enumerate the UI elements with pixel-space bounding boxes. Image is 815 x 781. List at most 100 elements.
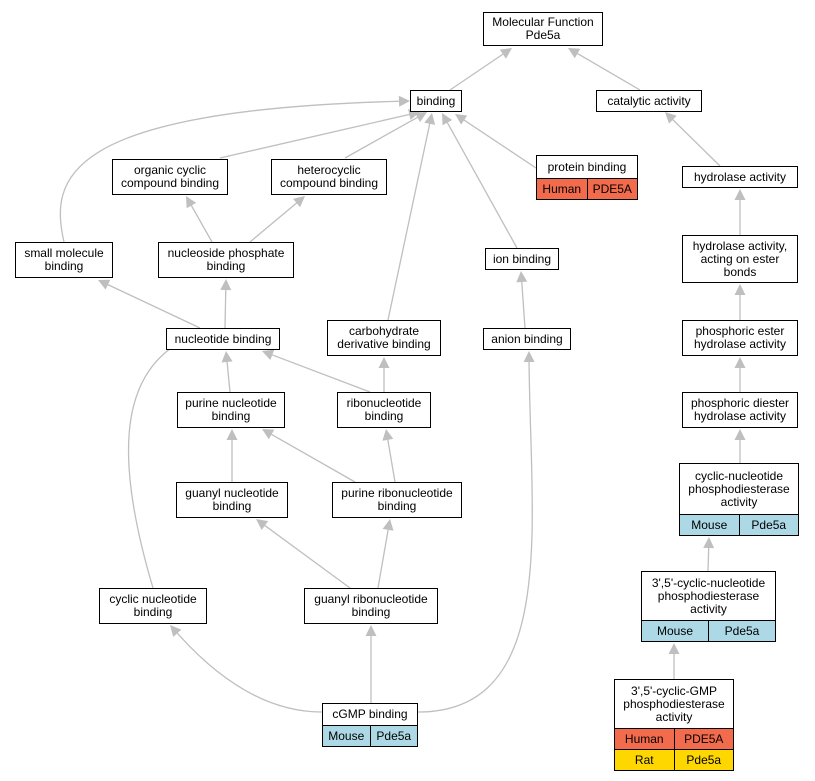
annotation-cell-mouse: Mouse <box>680 515 739 535</box>
edge-purine_ribo-to-ribo <box>382 429 396 483</box>
node-label: purine ribonucleotide binding <box>341 486 453 513</box>
node-label: nucleotide binding <box>174 331 272 346</box>
annotation-cell-mouse: Mouse <box>642 621 708 641</box>
node-label: purine nucleotide binding <box>185 396 277 423</box>
edge-line <box>226 360 231 393</box>
arrowhead-icon <box>734 189 746 200</box>
edge-cnp-to-phos_diester <box>734 429 746 463</box>
node-phos-diester[interactable]: phosphoric diester hydrolase activity <box>682 392 798 428</box>
annotation-cell-mouse: Pde5a <box>708 621 775 641</box>
node-anion[interactable]: anion binding <box>483 328 571 350</box>
node-hydrolase[interactable]: hydrolase activity <box>682 166 798 188</box>
node-carb[interactable]: carbohydrate derivative binding <box>327 320 441 356</box>
edge-ribo-to-nucleotide <box>262 349 371 393</box>
node-guanyl-nt[interactable]: guanyl nucleotide binding <box>176 482 288 518</box>
arrowhead-icon <box>382 429 394 441</box>
arrowhead-icon <box>665 112 677 124</box>
edge-purine_ribo-to-purine_nt <box>262 429 356 483</box>
node-label: nucleoside phosphate binding <box>167 246 285 273</box>
edge-line <box>190 204 213 243</box>
arrowhead-icon <box>382 519 394 531</box>
node-label: carbohydrate derivative binding <box>337 324 431 351</box>
edge-line <box>127 343 177 589</box>
node-label: cGMP binding <box>332 707 408 721</box>
edge-carb-to-binding <box>387 113 436 321</box>
node-purine-nt[interactable]: purine nucleotide binding <box>177 392 285 428</box>
node-hydro-ester[interactable]: hydrolase activity, acting on ester bond… <box>682 235 798 283</box>
edge-ocb-to-binding <box>219 109 420 159</box>
node-label: Molecular Function Pde5a <box>492 15 594 42</box>
node-cnp[interactable]: cyclic-nucleotide phosphodiesterase acti… <box>679 463 799 536</box>
edge-catalytic-to-mf <box>568 48 641 91</box>
arrowhead-icon <box>424 113 436 125</box>
node-label: ion binding <box>492 251 552 266</box>
arrowhead-icon <box>262 429 275 440</box>
edge-cnp35-to-cnp <box>703 537 715 572</box>
node-label: cyclic-nucleotide phosphodiesterase acti… <box>688 468 790 509</box>
edge-hcb-to-binding <box>344 112 427 159</box>
node-hcb[interactable]: heterocyclic compound binding <box>271 159 387 195</box>
edge-cgmp-to-cyclic_nt <box>170 625 323 713</box>
arrowhead-icon <box>499 48 512 59</box>
arrowhead-icon <box>734 284 746 295</box>
node-nucleotide[interactable]: nucleotide binding <box>166 328 280 350</box>
node-npb[interactable]: nucleoside phosphate binding <box>158 242 294 278</box>
annotation-cell-human: PDE5A <box>673 729 733 749</box>
node-purine-ribo[interactable]: purine ribonucleotide binding <box>332 482 462 518</box>
edge-ion-to-binding <box>442 113 518 249</box>
node-ocb[interactable]: organic cyclic compound binding <box>112 159 228 195</box>
edge-line <box>707 546 710 572</box>
edge-npb-to-ocb <box>186 196 213 243</box>
edge-line <box>263 524 351 589</box>
arrowhead-icon <box>98 279 111 290</box>
node-label: 3',5'-cyclic-nucleotide phosphodiesteras… <box>651 575 766 616</box>
node-label: catalytic activity <box>607 93 691 108</box>
edge-line <box>521 280 526 329</box>
node-binding[interactable]: binding <box>410 90 462 112</box>
edge-npb-to-hcb <box>249 196 305 243</box>
edge-cgmp-to-anion <box>417 351 535 713</box>
arrowhead-icon <box>220 279 232 291</box>
node-guanyl-ribo[interactable]: guanyl ribonucleotide binding <box>304 588 438 624</box>
node-label: organic cyclic compound binding <box>120 163 220 190</box>
arrowhead-icon <box>516 271 528 283</box>
node-ribo[interactable]: ribonucleotide binding <box>337 392 431 428</box>
edge-line <box>387 438 396 483</box>
node-ion[interactable]: ion binding <box>485 248 559 270</box>
edge-hydrolase-to-catalytic <box>665 112 721 167</box>
arrowhead-icon <box>221 351 233 363</box>
edge-nucleotide-to-smb <box>98 279 201 329</box>
node-cnp35[interactable]: 3',5'-cyclic-nucleotide phosphodiesteras… <box>641 571 776 642</box>
annotation-cell-human: Human <box>615 729 674 749</box>
node-mf[interactable]: Molecular Function Pde5a <box>483 12 603 46</box>
annotation-cell-mouse: Mouse <box>323 726 370 746</box>
edge-guanyl_ribo-to-purine_ribo <box>377 519 394 589</box>
node-catalytic[interactable]: catalytic activity <box>596 90 702 112</box>
node-label: phosphoric ester hydrolase activity <box>693 324 787 351</box>
arrowhead-icon <box>455 114 468 125</box>
node-cgmp-pde[interactable]: 3',5'-cyclic-GMP phosphodiesterase activ… <box>614 679 734 771</box>
edge-cgmp-to-guanyl_ribo <box>365 625 377 703</box>
node-label: binding <box>416 93 456 108</box>
node-label: phosphoric diester hydrolase activity <box>690 396 790 423</box>
edge-ribo-to-carb <box>378 357 390 392</box>
edge-line <box>224 288 227 329</box>
annotation-cell-rat: Pde5a <box>673 750 733 770</box>
edge-line <box>219 113 411 159</box>
node-smb[interactable]: small molecule binding <box>15 242 113 278</box>
arrowhead-icon <box>414 112 427 123</box>
arrowhead-icon <box>398 95 410 107</box>
node-cyclic-nt[interactable]: cyclic nucleotide binding <box>99 588 207 624</box>
arrowhead-icon <box>378 357 390 368</box>
node-label: guanyl nucleotide binding <box>185 486 279 513</box>
node-label: guanyl ribonucleotide binding <box>314 592 428 619</box>
node-phos-ester[interactable]: phosphoric ester hydrolase activity <box>682 320 798 356</box>
